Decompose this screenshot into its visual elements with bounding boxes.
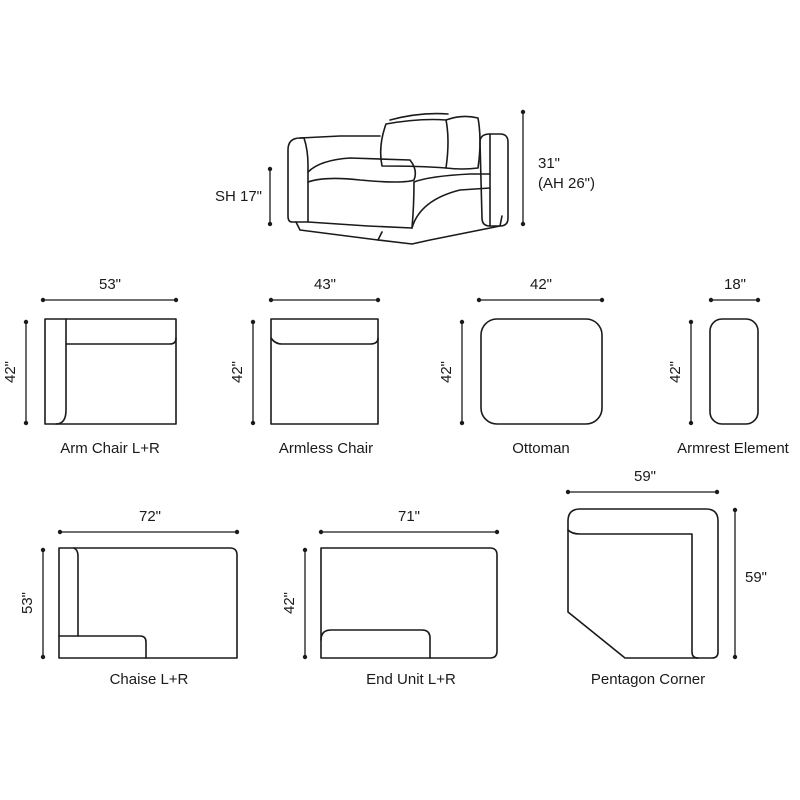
sofa-pillow-front — [379, 118, 449, 169]
armless-chair-outline — [270, 318, 379, 425]
piece-arm-chair: 53" 42" Arm Chair L+R — [2, 276, 179, 457]
piece-pentagon-corner: 59" 59" Pentagon Corner — [565, 468, 767, 688]
height-dimension: 31" (AH 26") — [520, 109, 595, 227]
seat-height-label: SH 17" — [215, 188, 262, 205]
piece-chaise: 72" 53" Chaise L+R — [19, 508, 240, 688]
height-label: 31" — [538, 155, 560, 172]
sofa-right-arm — [479, 133, 509, 227]
armless-chair-depth: 42" — [229, 361, 246, 383]
piece-armless-chair: 43" 42" Armless Chair — [229, 276, 381, 457]
piece-armrest-element: 18" 42" Armrest Element — [667, 276, 790, 457]
end-unit-arm — [320, 629, 431, 659]
pentagon-back — [567, 529, 699, 659]
chaise-depth: 53" — [19, 592, 36, 614]
pentagon-name: Pentagon Corner — [591, 671, 705, 688]
end-unit-depth: 42" — [281, 592, 298, 614]
piece-end-unit: 71" 42" End Unit L+R — [281, 508, 500, 688]
chaise-arm — [73, 547, 147, 659]
piece-ottoman: 42" 42" Ottoman — [438, 276, 605, 457]
sofa-seat-front — [307, 181, 415, 229]
sofa-left-arm — [287, 137, 309, 223]
armless-chair-width: 43" — [314, 276, 336, 293]
arm-chair-outline — [44, 318, 177, 425]
ottoman-outline — [480, 318, 603, 425]
end-unit-name: End Unit L+R — [366, 671, 456, 688]
sofa-pillow-back — [445, 115, 481, 170]
armless-chair-name: Armless Chair — [279, 440, 373, 457]
end-unit-width: 71" — [398, 508, 420, 525]
end-unit-outline — [320, 547, 498, 659]
armrest-width: 18" — [724, 276, 746, 293]
arm-chair-arm — [55, 318, 67, 425]
chaise-name: Chaise L+R — [110, 671, 189, 688]
arm-chair-depth: 42" — [2, 361, 19, 383]
armrest-outline — [709, 318, 759, 425]
seat-height-dimension: SH 17" — [215, 166, 273, 227]
arm-height-label: (AH 26") — [538, 175, 595, 192]
armless-chair-back — [270, 337, 379, 345]
arm-chair-name: Arm Chair L+R — [60, 440, 160, 457]
sofa-base — [295, 215, 503, 245]
chaise-width: 72" — [139, 508, 161, 525]
chaise-outline — [58, 547, 238, 659]
arm-chair-back — [65, 337, 177, 345]
pentagon-width: 59" — [634, 468, 656, 485]
pentagon-outline — [567, 508, 719, 659]
sofa-seat-top — [307, 157, 417, 183]
sofa-illustration — [287, 112, 509, 245]
armrest-depth: 42" — [667, 361, 684, 383]
arm-chair-width: 53" — [99, 276, 121, 293]
armrest-name: Armrest Element — [677, 440, 790, 457]
ottoman-name: Ottoman — [512, 440, 570, 457]
ottoman-width: 42" — [530, 276, 552, 293]
pentagon-depth: 59" — [745, 569, 767, 586]
ottoman-depth: 42" — [438, 361, 455, 383]
